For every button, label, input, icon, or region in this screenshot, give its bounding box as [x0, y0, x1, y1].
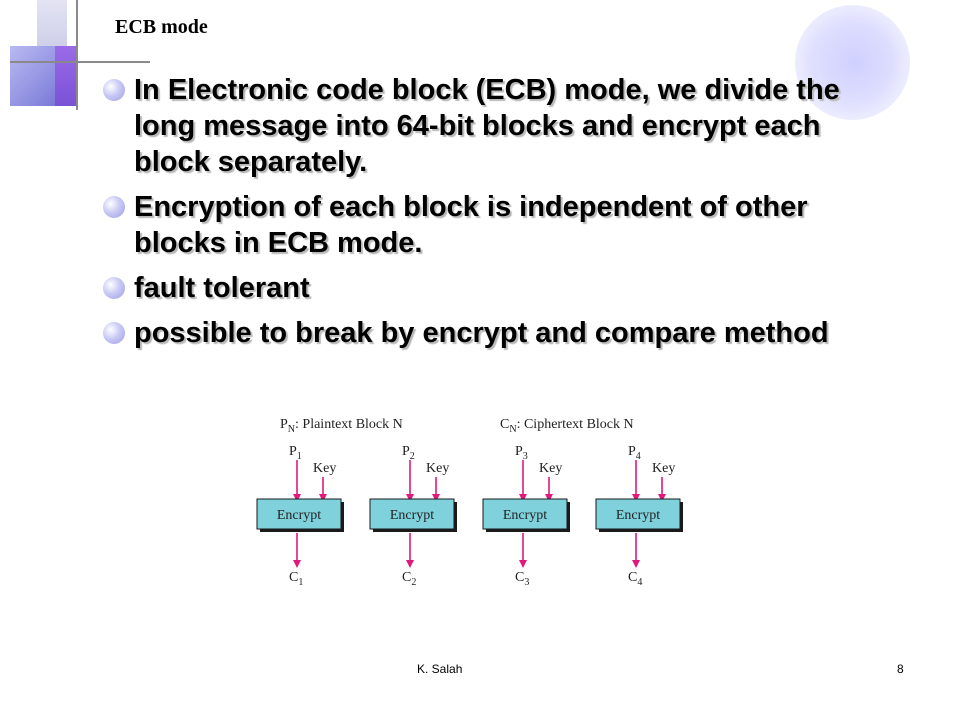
- encrypt-label: Encrypt: [277, 508, 321, 523]
- page-number: 8: [897, 662, 904, 676]
- plaintext-label: P3: [515, 444, 528, 462]
- legend-plaintext: PN: Plaintext Block N: [280, 417, 403, 435]
- plaintext-label: P4: [628, 444, 641, 462]
- decor-horizontal-line: [10, 61, 150, 63]
- ecb-block-4: P4 Key Encrypt C4: [595, 444, 683, 588]
- plaintext-label: P1: [289, 444, 302, 462]
- decor-circle-inner: [815, 22, 895, 102]
- ecb-block-1: P1 Key Encrypt C1: [256, 444, 344, 588]
- slide-title: ECB mode: [115, 16, 208, 38]
- bullet-dot-icon: [103, 196, 125, 218]
- encrypt-label: Encrypt: [616, 508, 660, 523]
- key-label: Key: [539, 461, 562, 476]
- ciphertext-label: C4: [628, 570, 642, 588]
- bullet-text: In Electronic code block (ECB) mode, we …: [134, 74, 840, 178]
- encrypt-box: [482, 498, 568, 530]
- bullet-item: Encryption of each block is independent …: [102, 189, 902, 261]
- bullet-item: fault tolerant: [102, 270, 902, 306]
- decor-square-top: [37, 0, 67, 46]
- ecb-diagram: PN: Plaintext Block N CN: Ciphertext Blo…: [256, 417, 683, 588]
- bullet-text: possible to break by encrypt and compare…: [134, 317, 829, 349]
- encrypt-label: Encrypt: [503, 508, 547, 523]
- bullet-text: Encryption of each block is independent …: [134, 191, 808, 259]
- ecb-block-2: P2 Key Encrypt C2: [369, 444, 457, 588]
- key-label: Key: [313, 461, 336, 476]
- bullet-dot-icon: [103, 277, 125, 299]
- ciphertext-label: C3: [515, 570, 529, 588]
- ciphertext-label: C1: [289, 570, 303, 588]
- bullet-item: possible to break by encrypt and compare…: [102, 315, 902, 351]
- encrypt-box: [595, 498, 681, 530]
- bullet-list: In Electronic code block (ECB) mode, we …: [102, 72, 902, 360]
- footer-author: K. Salah: [417, 662, 463, 676]
- bullet-dot-icon: [103, 322, 125, 344]
- key-label: Key: [652, 461, 675, 476]
- decor-vertical-line: [76, 0, 78, 110]
- bullet-dot-icon: [103, 79, 125, 101]
- legend-ciphertext: CN: Ciphertext Block N: [500, 417, 634, 435]
- encrypt-label: Encrypt: [390, 508, 434, 523]
- bullet-item: In Electronic code block (ECB) mode, we …: [102, 72, 902, 180]
- ecb-block-3: P3 Key Encrypt C3: [482, 444, 570, 588]
- key-label: Key: [426, 461, 449, 476]
- plaintext-label: P2: [402, 444, 415, 462]
- ciphertext-label: C2: [402, 570, 416, 588]
- encrypt-box: [369, 498, 455, 530]
- decor-square-accent: [55, 46, 76, 106]
- bullet-text: fault tolerant: [134, 272, 310, 304]
- encrypt-box: [256, 498, 342, 530]
